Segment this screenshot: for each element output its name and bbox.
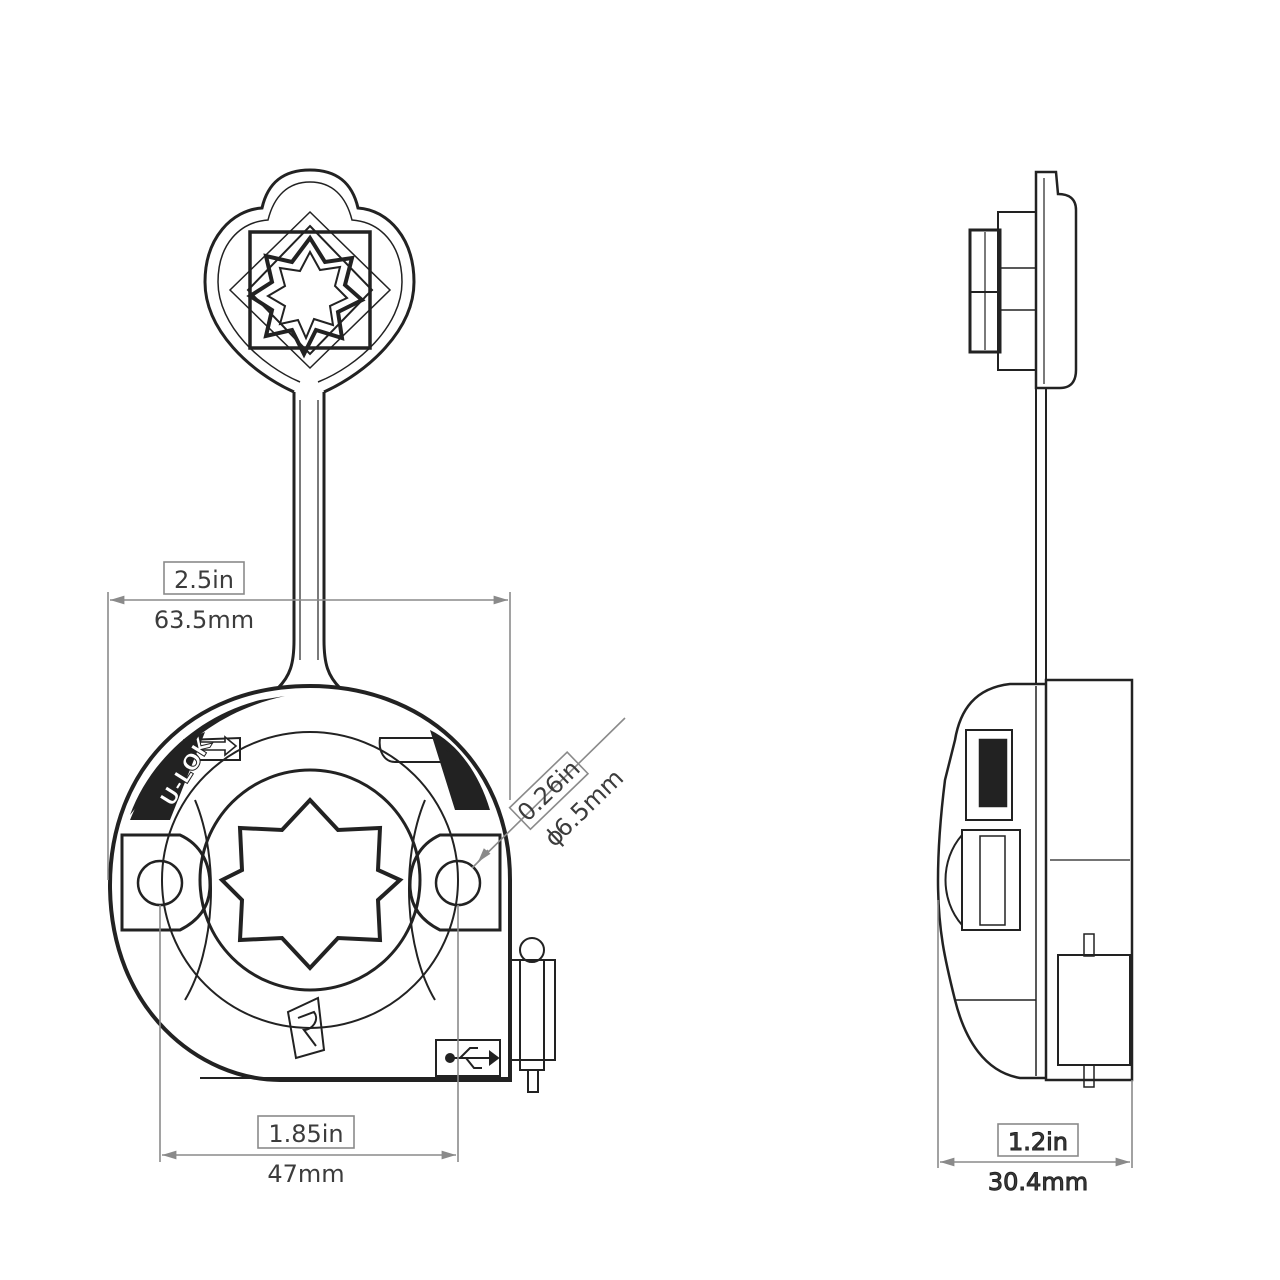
tether-cap <box>203 168 416 690</box>
front-view: U-LOK 2.5in 63.5mm <box>107 168 629 1188</box>
logo-icon <box>286 996 326 1060</box>
cap-star-icon <box>246 224 374 359</box>
body-side <box>936 678 1134 1088</box>
depth-dimension: 1.2in 30.4mm <box>937 900 1133 1197</box>
hole-diameter-dimension: 0.26in ϕ 6.5mm <box>471 717 629 869</box>
depth-imperial: 1.2in <box>1008 1128 1068 1156</box>
mount-hole-left <box>136 859 184 907</box>
width-dimension: 2.5in 63.5mm <box>107 561 511 880</box>
side-view: 1.2in 30.4mm <box>936 170 1134 1197</box>
hole-spacing-metric: 47mm <box>267 1160 344 1188</box>
usb-icon <box>435 1039 501 1077</box>
mount-body: U-LOK <box>107 683 556 1093</box>
hole-spacing-dimension: 1.85in 47mm <box>159 905 459 1188</box>
depth-metric: 30.4mm <box>988 1168 1088 1196</box>
width-metric: 63.5mm <box>154 606 254 634</box>
socket-star-icon <box>218 797 404 971</box>
latch <box>510 937 556 1093</box>
hole-spacing-imperial: 1.85in <box>268 1120 343 1148</box>
width-imperial: 2.5in <box>174 566 234 594</box>
arrow-icon <box>199 735 238 757</box>
cap-side <box>968 170 1078 390</box>
